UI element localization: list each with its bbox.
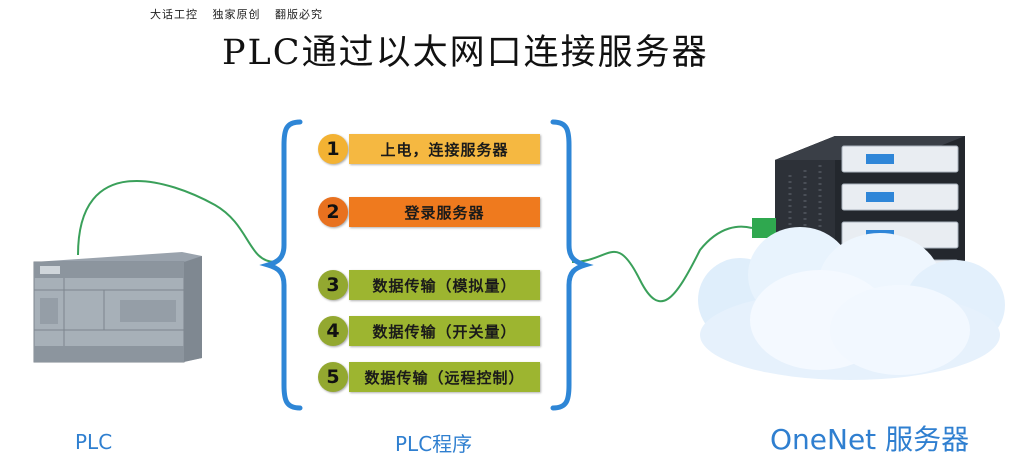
plc-program-caption: PLC程序 [395, 432, 473, 456]
step-4-number: 4 [318, 316, 348, 346]
step-1: 1 上电，连接服务器 [318, 134, 540, 164]
step-5: 5 数据传输（远程控制） [318, 362, 540, 392]
step-1-number: 1 [318, 134, 348, 164]
plc-device [33, 252, 202, 363]
step-2: 2 登录服务器 [318, 197, 540, 227]
step-3-number: 3 [318, 270, 348, 300]
step-5-label: 数据传输（远程控制） [349, 362, 540, 392]
step-3-label: 数据传输（模拟量） [349, 270, 540, 300]
step-4: 4 数据传输（开关量） [318, 316, 540, 346]
page-title: PLC通过以太网口连接服务器 [222, 33, 709, 73]
left-brace [259, 119, 303, 411]
watermark: 大话工控 独家原创 翻版必究 [150, 8, 323, 21]
step-3: 3 数据传输（模拟量） [318, 270, 540, 300]
step-4-label: 数据传输（开关量） [349, 316, 540, 346]
step-1-label: 上电，连接服务器 [349, 134, 540, 164]
server-with-cloud [698, 136, 1005, 380]
step-2-number: 2 [318, 197, 348, 227]
right-brace [550, 119, 594, 411]
cable-plc-to-program [77, 180, 276, 263]
onenet-server-caption: OneNet 服务器 [770, 423, 970, 456]
step-2-label: 登录服务器 [349, 197, 540, 227]
cable-program-to-server [571, 225, 753, 303]
plc-caption: PLC [75, 430, 113, 454]
step-5-number: 5 [318, 362, 348, 392]
